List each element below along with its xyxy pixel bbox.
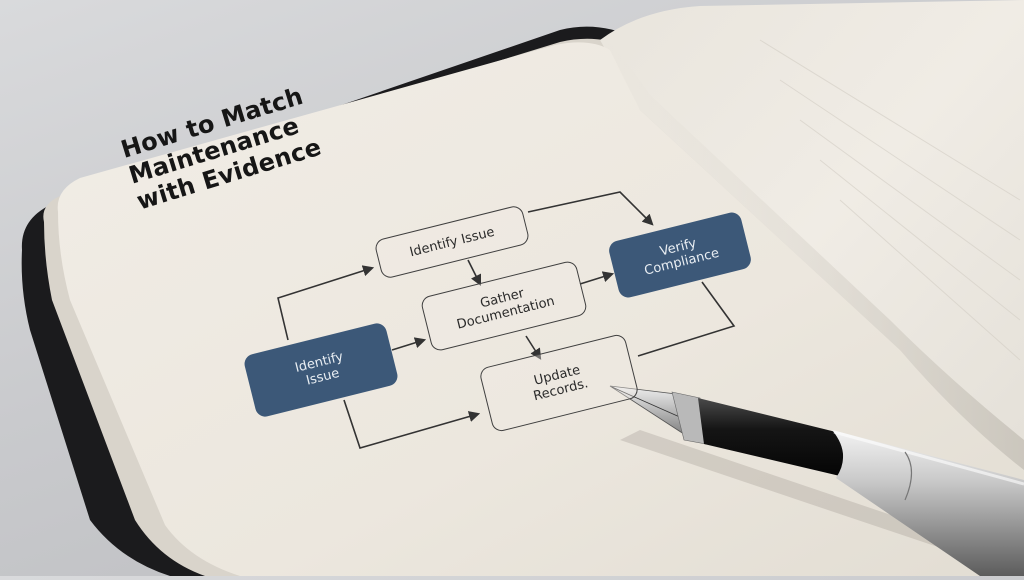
fountain-pen bbox=[609, 385, 1024, 576]
node-identify-issue-top-label: Identify Issue bbox=[408, 224, 496, 260]
flow-arrows bbox=[277, 191, 736, 449]
